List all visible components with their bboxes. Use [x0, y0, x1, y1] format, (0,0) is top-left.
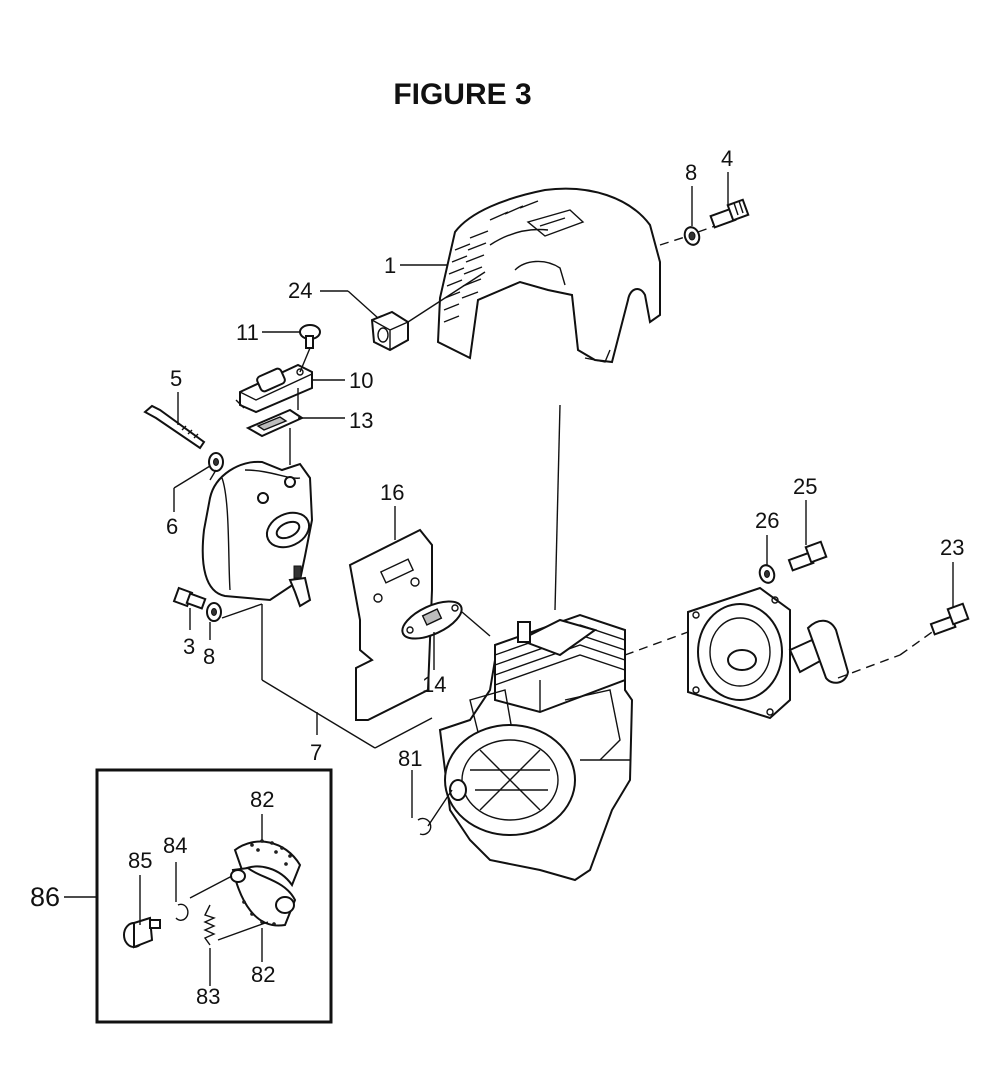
callout-23: 23: [940, 535, 964, 560]
callout-24: 24: [288, 278, 312, 303]
callout-4: 4: [721, 146, 733, 171]
clutch-lining-dots: [242, 839, 292, 926]
callout-82-top: 82: [250, 787, 274, 812]
callout-7: 7: [310, 740, 322, 765]
callout-85: 85: [128, 848, 152, 873]
bolt-4-part: [709, 198, 750, 229]
callout-83: 83: [196, 984, 220, 1009]
switch-10-part: [235, 363, 313, 414]
screw-11-part: [299, 324, 321, 349]
callout-6: 6: [166, 514, 178, 539]
engine-block-part: [438, 613, 634, 882]
callout-84: 84: [163, 833, 187, 858]
callout-86: 86: [30, 882, 60, 912]
engine-cover-part: [436, 187, 661, 364]
bolt-25-part: [787, 540, 828, 572]
gasket-16-part: [348, 528, 433, 721]
damper-part: [370, 310, 409, 352]
clutch-assembly-inset: [64, 768, 333, 1024]
bolt-23-part: [929, 602, 970, 636]
washer-8-left-part: [206, 602, 222, 622]
figure-title: FIGURE 3: [393, 78, 532, 111]
callout-25: 25: [793, 474, 817, 499]
callout-3: 3: [183, 634, 195, 659]
callout-1: 1: [384, 253, 396, 278]
insulator-14-part: [401, 600, 463, 640]
callout-13: 13: [349, 408, 373, 433]
circlip-81-part: [417, 817, 432, 836]
callout-10: 10: [349, 368, 373, 393]
starter-housing-part: [687, 586, 850, 720]
bolt-5-part: [143, 404, 206, 450]
bolt-3-part: [172, 586, 207, 610]
callout-26: 26: [755, 508, 779, 533]
callout-8-left: 8: [203, 644, 215, 669]
callout-14: 14: [422, 672, 446, 697]
callout-82-bottom: 82: [251, 962, 275, 987]
washer-6-part: [208, 452, 224, 472]
callout-11: 11: [236, 320, 259, 345]
plate-13-part: [245, 408, 305, 438]
callout-labels: 1 24 8 4 11 5 10 13 6 16 3 8 14 7 81 26 …: [30, 146, 964, 1009]
callout-8-top: 8: [685, 160, 697, 185]
leader-lines: [173, 172, 954, 827]
muffler-part: [201, 460, 314, 608]
washer-8-top-part: [683, 226, 701, 246]
callout-81: 81: [398, 746, 422, 771]
washer-26-part: [758, 564, 776, 584]
callout-5: 5: [170, 366, 182, 391]
callout-16: 16: [380, 480, 404, 505]
